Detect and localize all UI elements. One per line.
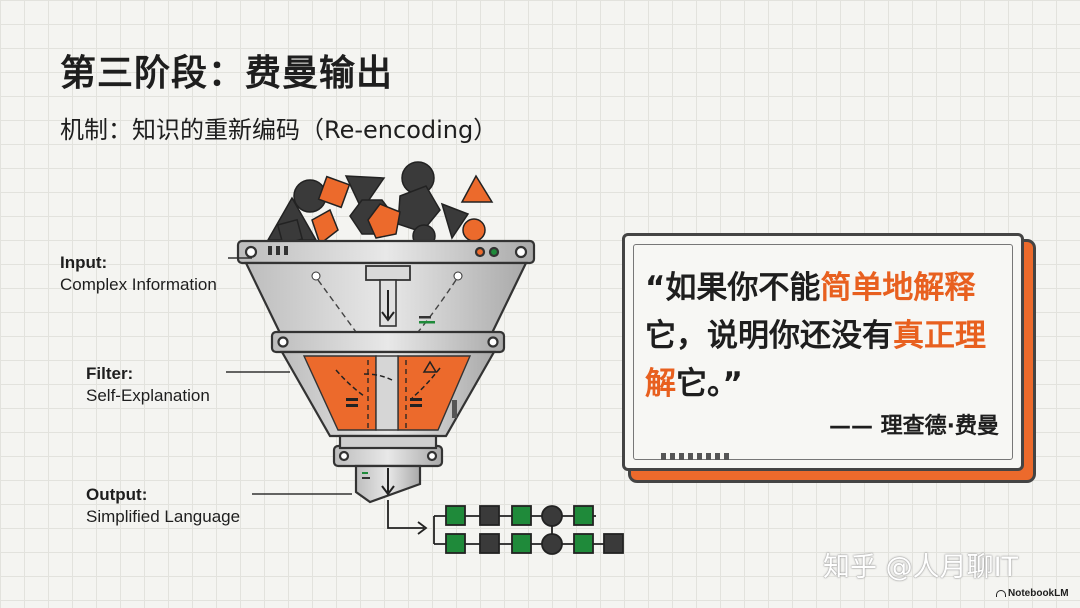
filter-label-desc: Self-Explanation [86,386,210,405]
notebooklm-logo-icon [996,589,1006,597]
quote-close-mark: ” [722,366,743,402]
funnel-lower-band [332,434,444,468]
page-title: 第三阶段：费曼输出 [60,53,394,94]
quote-highlight-1: 简单地解释 [820,270,976,306]
quote-card: “如果你不能简单地解释它，说明你还没有真正理解它。” —— 理查德·费曼 [622,233,1024,471]
quote-card-decoration [661,445,733,464]
input-label-desc: Complex Information [60,275,217,294]
output-blocks [387,500,624,555]
input-shapes [266,161,494,248]
watermark: 知乎 @人月聊IT [823,552,1019,583]
quote-part-1: 如果你不能 [665,270,821,306]
funnel-filter-cone [280,350,496,438]
filter-label-heading: Filter: [86,364,134,383]
output-label: Output: Simplified Language [86,484,240,528]
quote-open-mark: “ [645,270,666,306]
quote-text: “如果你不能简单地解释它，说明你还没有真正理解它。” [645,264,1005,408]
output-label-desc: Simplified Language [86,507,241,526]
funnel-middle-band [270,330,506,354]
funnel-spout [354,464,422,504]
quote-highlight-2: 真正理解 [645,318,986,402]
label-connectors [226,257,352,495]
funnel-top-rim [236,239,536,265]
page-subtitle: 机制：知识的重新编码（Re-encoding） [60,116,498,144]
input-label: Input: Complex Information [60,252,217,296]
brand-label: NotebookLM [996,588,1069,599]
output-label-heading: Output: [86,485,148,504]
filter-label: Filter: Self-Explanation [86,363,210,407]
quote-author: —— 理查德·费曼 [828,414,999,439]
quote-part-2: 它，说明你还没有 [645,318,893,354]
quote-part-3: 它。 [676,366,723,402]
input-label-heading: Input: [60,253,108,272]
funnel-upper-cone [244,261,528,335]
brand-name: NotebookLM [1008,588,1069,599]
